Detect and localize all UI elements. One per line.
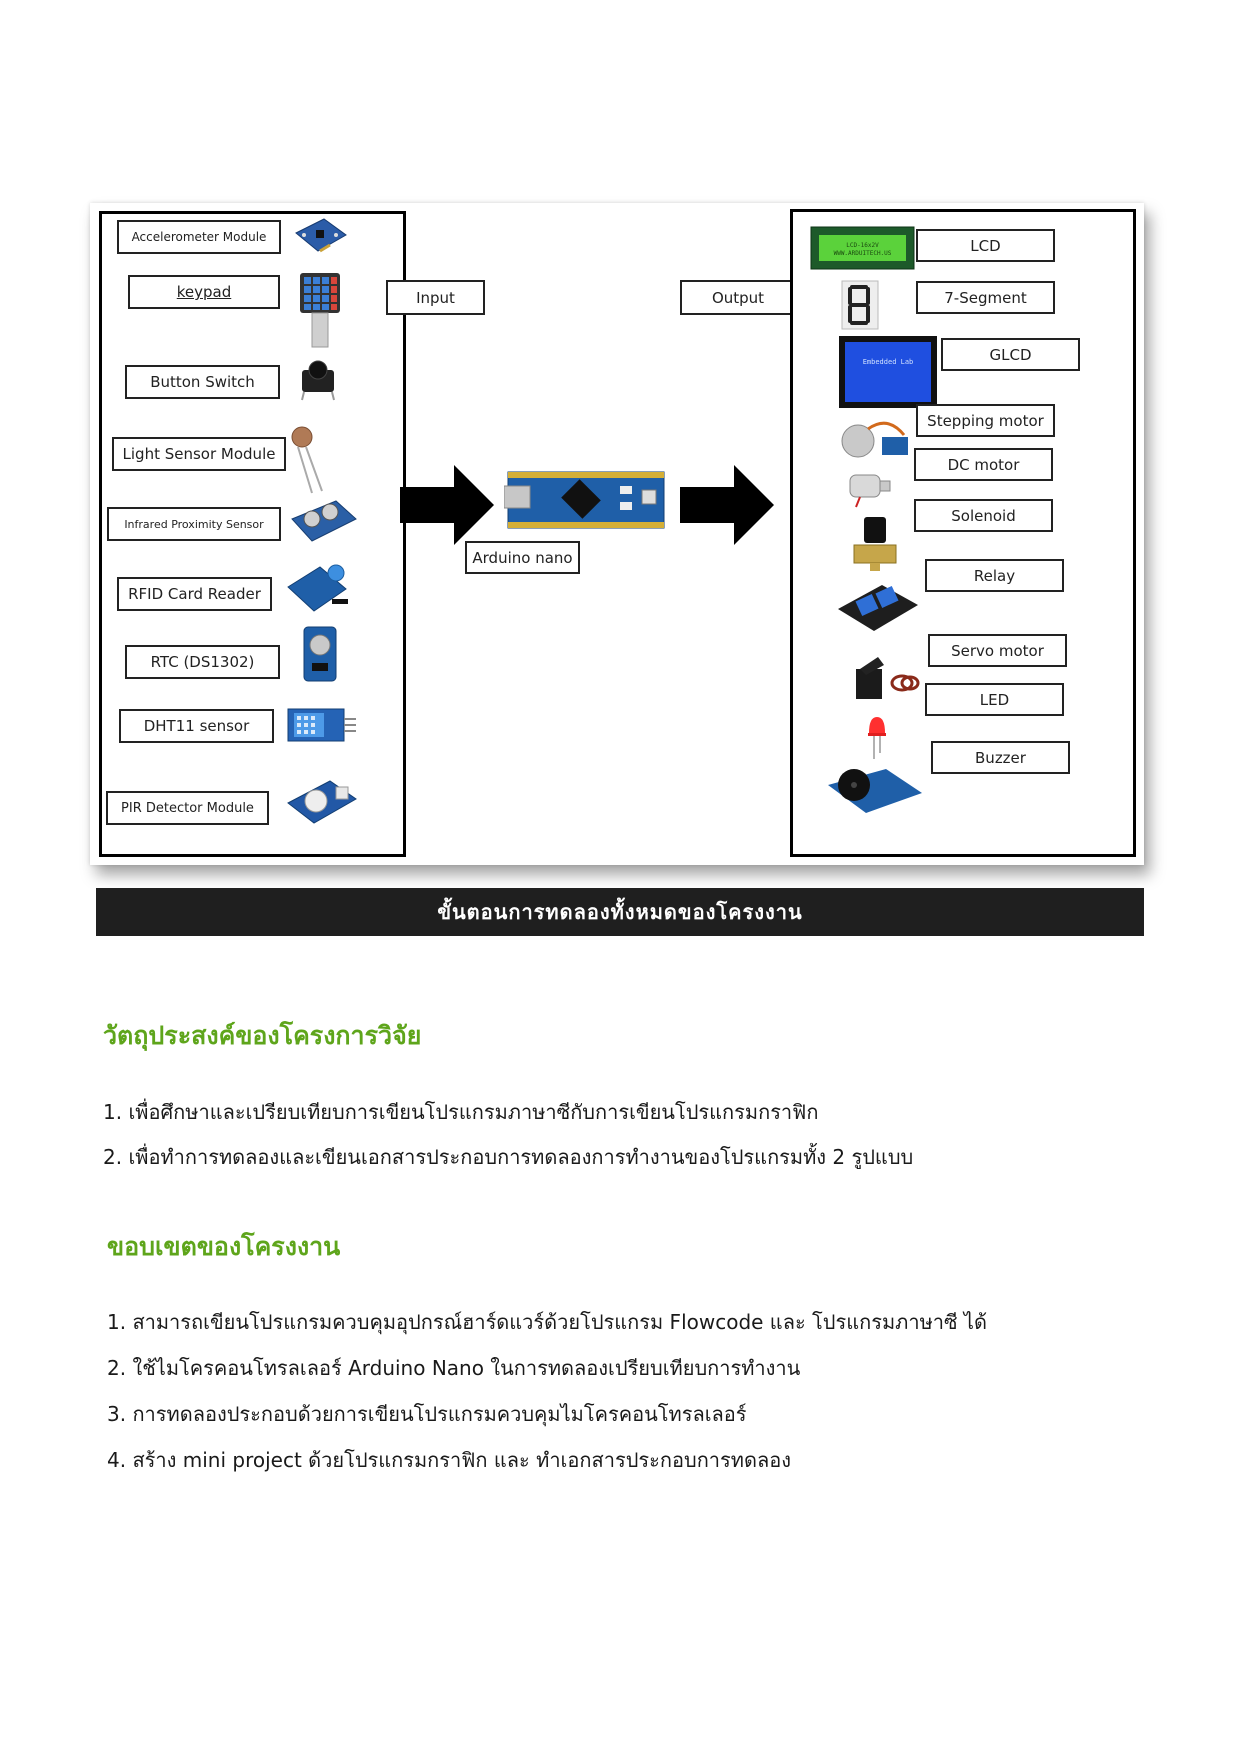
arrow-right-icon — [680, 465, 774, 545]
label-7-segment: 7-Segment — [916, 281, 1055, 314]
arduino-nano-image — [504, 471, 665, 529]
pir-module-image — [287, 780, 357, 824]
output-label: Output — [680, 280, 796, 315]
label-dc-motor: DC motor — [914, 448, 1053, 481]
infrared-sensor-image — [291, 500, 357, 542]
scope-item: 4. สร้าง mini project ด้วยโปรแกรมกราฟิก … — [107, 1448, 791, 1472]
scope-item: 3. การทดลองประกอบด้วยการเขียนโปรแกรมควบค… — [107, 1402, 747, 1426]
input-label: Input — [386, 280, 485, 315]
objective-item: 2. เพื่อทำการทดลองและเขียนเอกสารประกอบกา… — [103, 1145, 914, 1169]
label-servo-motor: Servo motor — [928, 634, 1067, 667]
label-light-sensor: Light Sensor Module — [112, 437, 286, 471]
seven-segment-image — [841, 280, 879, 330]
button-switch-image — [301, 360, 335, 401]
label-pir: PIR Detector Module — [106, 791, 269, 825]
objectives-heading: วัตถุประสงค์ของโครงการวิจัย — [103, 1021, 422, 1050]
label-rtc: RTC (DS1302) — [125, 645, 280, 679]
relay-module-image — [838, 585, 918, 631]
accelerometer-module-image — [295, 218, 347, 253]
light-sensor-image — [291, 426, 323, 494]
stepping-motor-image — [841, 421, 908, 458]
system-block-diagram: Accelerometer Module keypad Button Switc… — [90, 203, 1144, 865]
lcd-screen-text: LCD-16x2V WWW.ARDUITECH.US — [833, 242, 892, 257]
dht11-sensor-image — [287, 708, 356, 742]
controller-label: Arduino nano — [465, 541, 580, 574]
scope-heading: ขอบเขตของโครงงาน — [107, 1232, 341, 1261]
objective-item: 1. เพื่อศึกษาและเปรียบเทียบการเขียนโปรแก… — [103, 1100, 819, 1124]
glcd-screen-text: Embedded Lab — [862, 358, 914, 366]
label-dht11: DHT11 sensor — [119, 709, 274, 743]
led-image — [868, 717, 886, 759]
scope-item: 2. ใช้ไมโครคอนโทรลเลอร์ Arduino Nano ในก… — [107, 1356, 801, 1380]
label-glcd: GLCD — [941, 338, 1080, 371]
glcd-module-image — [839, 336, 937, 408]
label-led: LED — [925, 683, 1064, 716]
label-buzzer: Buzzer — [931, 741, 1070, 774]
rtc-module-image — [303, 626, 337, 682]
solenoid-valve-image — [853, 517, 897, 571]
keypad-image — [300, 273, 340, 348]
buzzer-module-image — [828, 769, 922, 813]
dc-motor-image — [849, 474, 891, 508]
label-button-switch: Button Switch — [125, 365, 280, 399]
arrow-right-icon — [400, 465, 494, 545]
label-solenoid: Solenoid — [914, 499, 1053, 532]
label-stepping-motor: Stepping motor — [916, 404, 1055, 437]
label-accelerometer: Accelerometer Module — [117, 220, 281, 254]
label-rfid: RFID Card Reader — [117, 577, 272, 611]
label-infrared-sensor: Infrared Proximity Sensor — [107, 507, 281, 541]
rfid-reader-image — [287, 564, 348, 612]
figure-caption: ขั้นตอนการทดลองทั้งหมดของโครงงาน — [96, 888, 1144, 936]
label-relay: Relay — [925, 559, 1064, 592]
scope-item: 1. สามารถเขียนโปรแกรมควบคุมอุปกรณ์ฮาร์ดแ… — [107, 1310, 987, 1334]
label-keypad: keypad — [128, 275, 280, 309]
label-lcd: LCD — [916, 229, 1055, 262]
lcd-module-image — [810, 226, 915, 270]
servo-motor-image — [856, 657, 920, 699]
